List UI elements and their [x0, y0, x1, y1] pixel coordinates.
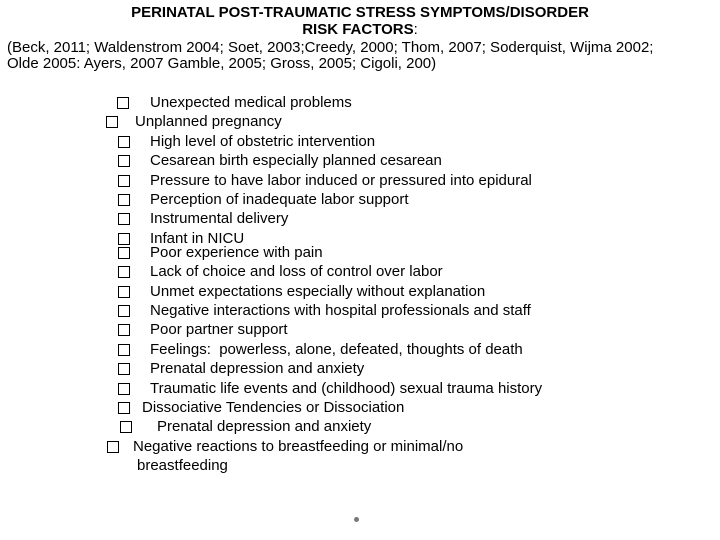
list-item: Traumatic life events and (childhood) se…	[118, 379, 720, 398]
empty-checkbox-icon	[118, 285, 130, 298]
slide-title: PERINATAL POST-TRAUMATIC STRESS SYMPTOMS…	[0, 0, 720, 38]
item-label: Unplanned pregnancy	[135, 113, 282, 131]
list-item: Unexpected medical problems	[117, 93, 720, 112]
empty-checkbox-icon	[107, 440, 119, 453]
empty-checkbox-icon	[106, 116, 118, 129]
empty-checkbox-icon	[118, 402, 130, 414]
empty-checkbox-icon	[118, 246, 130, 259]
empty-checkbox-icon	[118, 155, 130, 168]
empty-checkbox-icon	[118, 135, 130, 148]
list-item: Poor partner support	[118, 320, 720, 339]
list-item: High level of obstetric intervention	[118, 132, 720, 151]
list-item: Unmet expectations especially without ex…	[118, 282, 720, 301]
item-label: Prenatal depression and anxiety	[150, 360, 365, 378]
item-label: Unmet expectations especially without ex…	[150, 282, 486, 300]
empty-checkbox-icon	[120, 421, 132, 434]
list-item: Instrumental delivery	[118, 209, 720, 228]
list-item: Negative interactions with hospital prof…	[118, 301, 720, 320]
item-label: Negative reactions to breastfeeding or m…	[133, 437, 468, 475]
empty-checkbox-icon	[118, 324, 130, 337]
slide-title-colon: :	[413, 21, 418, 38]
list-item: Prenatal depression and anxiety	[120, 417, 720, 436]
list-item: Pressure to have labor induced or pressu…	[118, 171, 720, 190]
empty-checkbox-icon	[117, 97, 129, 109]
item-label: Lack of choice and loss of control over …	[150, 263, 443, 281]
slide-title-line2: RISK FACTORS:	[0, 21, 720, 38]
item-label: Poor experience with pain	[150, 243, 323, 261]
item-label: Cesarean birth especially planned cesare…	[150, 152, 442, 170]
item-label: Traumatic life events and (childhood) se…	[150, 379, 543, 397]
slide-title-line2-text: RISK FACTORS	[302, 21, 414, 38]
citation: (Beck, 2011; Waldenstrom 2004; Soet, 200…	[7, 40, 720, 72]
citation-line1: (Beck, 2011; Waldenstrom 2004; Soet, 200…	[7, 39, 654, 56]
item-label: Infant in NICU	[150, 229, 245, 247]
list-item: Dissociative Tendencies or Dissociation	[118, 398, 720, 417]
empty-checkbox-icon	[118, 232, 130, 245]
empty-checkbox-icon	[118, 174, 130, 187]
list-item: Perception of inadequate labor support	[118, 190, 720, 209]
empty-checkbox-icon	[118, 213, 130, 226]
empty-checkbox-icon	[118, 266, 130, 279]
citation-line2: Olde 2005: Ayers, 2007 Gamble, 2005; Gro…	[7, 55, 437, 72]
item-label: Feelings: powerless, alone, defeated, th…	[150, 340, 523, 358]
item-label: Dissociative Tendencies or Dissociation	[142, 399, 405, 416]
item-label: Perception of inadequate labor support	[150, 191, 409, 209]
item-label: Instrumental delivery	[150, 210, 289, 228]
empty-checkbox-icon	[118, 363, 130, 376]
item-label: High level of obstetric intervention	[150, 132, 376, 150]
item-label: Negative interactions with hospital prof…	[150, 301, 531, 319]
list-item: Negative reactions to breastfeeding or m…	[107, 437, 720, 476]
list-item: Lack of choice and loss of control over …	[118, 262, 720, 281]
bottom-dot	[354, 517, 359, 522]
empty-checkbox-icon	[118, 382, 130, 395]
item-label: Prenatal depression and anxiety	[157, 418, 372, 436]
item-label: Poor partner support	[150, 321, 288, 339]
empty-checkbox-icon	[118, 304, 130, 317]
item-label: Unexpected medical problems	[150, 94, 352, 111]
item-label: Pressure to have labor induced or pressu…	[150, 171, 532, 189]
slide-title-line1: PERINATAL POST-TRAUMATIC STRESS SYMPTOMS…	[131, 4, 589, 21]
empty-checkbox-icon	[118, 343, 130, 356]
list-item: Infant in NICU	[118, 229, 720, 248]
list-item: Poor experience with pain	[118, 243, 720, 262]
list-item: Cesarean birth especially planned cesare…	[118, 151, 720, 170]
empty-checkbox-icon	[118, 194, 130, 207]
list-item: Prenatal depression and anxiety	[118, 359, 720, 378]
list-item: Feelings: powerless, alone, defeated, th…	[118, 340, 720, 359]
list-item: Unplanned pregnancy	[106, 112, 720, 131]
